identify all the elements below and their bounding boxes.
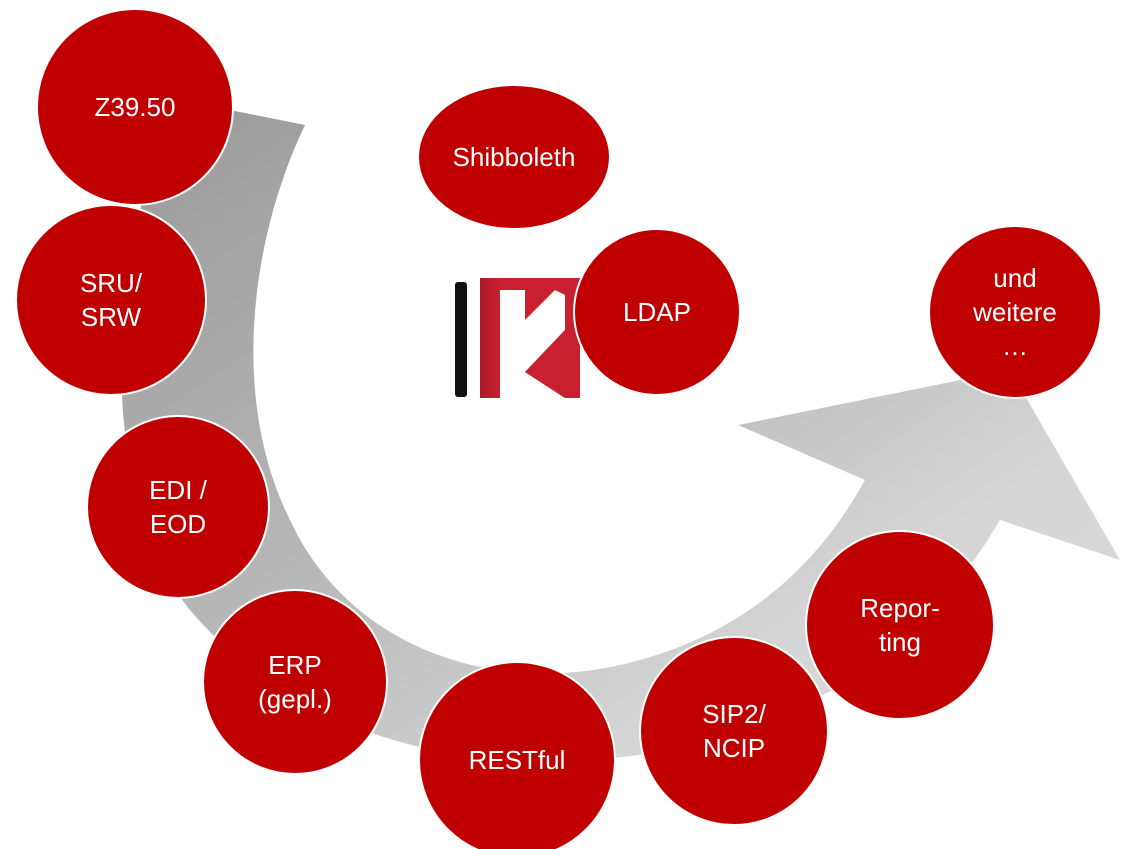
logo-black-bar [455,282,467,397]
node-ldap: LDAP [573,228,741,396]
node-edi: EDI / EOD [86,415,270,599]
node-label-restful: RESTful [469,745,566,775]
node-circle-shibboleth [417,84,611,230]
node-reporting: Repor-ting [805,530,995,720]
node-circle-restful [418,661,616,849]
node-label-line: und [993,263,1036,293]
node-label-line: EDI / [149,475,208,505]
node-circle-weitere [928,225,1102,399]
node-label-sip2: SIP2/NCIP [702,699,766,763]
node-circle-edi [86,415,270,599]
node-sru: SRU/SRW [15,204,207,396]
node-sip2: SIP2/NCIP [639,636,829,826]
node-label-line: NCIP [703,733,765,763]
logo-k-white-shape [500,290,565,398]
node-label-weitere: und weitere … [972,263,1057,361]
node-label-line: ting [879,627,921,657]
node-label-line: Z39.50 [95,92,176,122]
node-label-reporting: Repor-ting [860,593,939,657]
node-label-line: (gepl.) [258,684,332,714]
node-label-edi: EDI / EOD [149,475,208,539]
node-label-z3950: Z39.50 [95,92,176,122]
node-label-ldap: LDAP [623,297,691,327]
node-label-line: Repor- [860,593,939,623]
node-label-line: … [1002,331,1028,361]
node-circle-erp [202,589,388,775]
node-label-line: Shibboleth [453,142,576,172]
node-circle-ldap [573,228,741,396]
node-label-line: SIP2/ [702,699,766,729]
node-label-line: SRW [81,302,142,332]
node-restful: RESTful [418,661,616,849]
node-label-shibboleth: Shibboleth [453,142,576,172]
node-label-line: LDAP [623,297,691,327]
node-weitere: und weitere … [928,225,1102,399]
node-label-line: SRU/ [80,268,143,298]
node-label-erp: ERP (gepl.) [258,650,332,714]
node-circle-sip2 [639,636,829,826]
node-shibboleth: Shibboleth [417,84,611,230]
node-circle-sru [15,204,207,396]
kuali-logo [455,278,580,398]
node-erp: ERP (gepl.) [202,589,388,775]
node-label-line: EOD [150,509,206,539]
node-label-line: RESTful [469,745,566,775]
node-z3950: Z39.50 [36,8,234,206]
node-label-line: weitere [972,297,1057,327]
node-circle-z3950 [36,8,234,206]
node-circle-reporting [805,530,995,720]
node-label-sru: SRU/SRW [80,268,143,332]
node-label-line: ERP [268,650,321,680]
